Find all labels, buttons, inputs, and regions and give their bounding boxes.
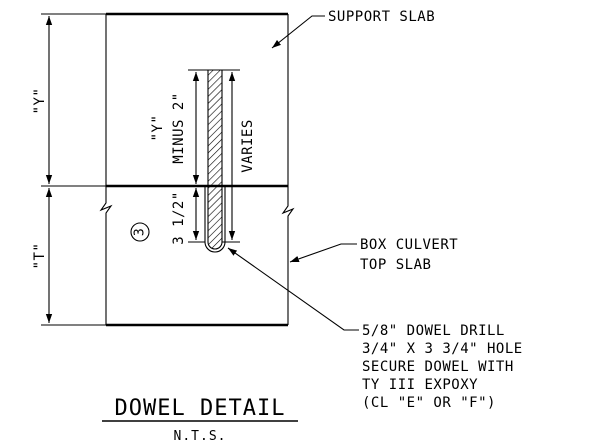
support-slab [105,12,289,186]
dim-y-minus-label-line2: MINUS 2" [171,92,187,163]
label-box-culvert-line1: BOX CULVERT [360,237,458,253]
dim-t-label: "T" [32,243,48,270]
callout-dowel-note: 5/8" DOWEL DRILL 3/4" X 3 3/4" HOLE SECU… [227,247,523,411]
leader-box-culvert [289,243,357,263]
dim-y-minus-label-line1: "Y" [150,115,166,142]
dimension-varies: VARIES [222,69,256,243]
dowel-bar-body [207,69,223,250]
dowel-note-line-2: 3/4" X 3 3/4" HOLE [362,341,523,357]
dowel-note-line-3: SECURE DOWEL WITH [362,359,514,375]
bar-mark: 3 [130,222,150,242]
culvert-slab-right-break-line [281,186,295,325]
leader-dowel-note [227,247,359,331]
dimension-t: "T" [32,188,106,326]
callout-support-slab: SUPPORT SLAB [271,9,435,49]
culvert-slab-left-break-line [99,186,113,325]
dimension-y: "Y" [32,13,106,187]
dimension-embedment: 3 1/2" [171,188,205,245]
leader-support-slab [271,15,325,49]
bar-mark-label: 3 [133,228,148,236]
title-block: DOWEL DETAIL N.T.S. [102,396,298,444]
dim-embed-label: 3 1/2" [171,191,187,245]
dowel-bar [204,69,226,253]
callout-box-culvert: BOX CULVERT TOP SLAB [289,237,458,273]
dim-varies-label: VARIES [240,119,256,173]
dowel-note-line-5: (CL "E" OR "F") [362,395,496,411]
label-support-slab: SUPPORT SLAB [328,9,435,25]
dim-y-label: "Y" [32,88,48,115]
label-box-culvert-line2: TOP SLAB [360,257,431,273]
drilled-hole-outline [204,186,226,253]
bar-mark-circle [130,222,150,242]
detail-title: DOWEL DETAIL [115,396,286,421]
box-culvert-top-slab [99,186,295,327]
scale-note: N.T.S. [174,429,227,444]
dimension-y-minus-2: "Y" MINUS 2" [150,69,208,184]
dowel-note-line-4: TY III EXPOXY [362,377,478,393]
dowel-note-line-1: 5/8" DOWEL DRILL [362,323,505,339]
